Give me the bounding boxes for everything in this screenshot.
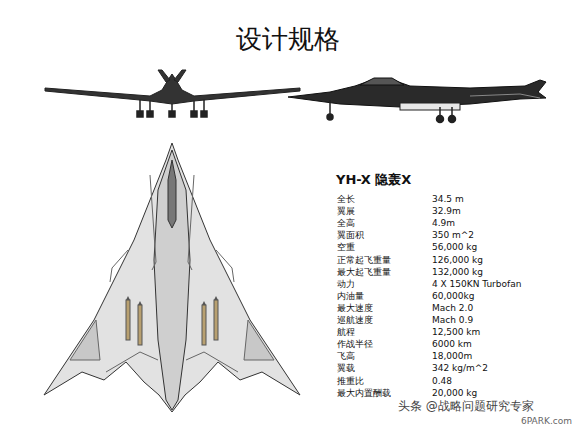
spec-value: 56,000 kg [432, 242, 477, 253]
spec-name: 最大内置酬载 [337, 388, 391, 399]
spec-value: 342 kg/m^2 [432, 363, 488, 374]
spec-value: 132,000 kg [432, 267, 483, 278]
spec-value: Mach 2.0 [432, 303, 473, 314]
side-view [288, 78, 546, 123]
spec-name: 巡航速度 [337, 315, 373, 326]
watermark: 头条 @战略问题研究专家 [398, 398, 534, 415]
spec-name: 翼面积 [337, 230, 364, 241]
front-view [45, 70, 300, 117]
spec-name: 翼载 [337, 363, 355, 374]
spec-name: 最大速度 [337, 303, 373, 314]
spec-value: 126,000 kg [432, 255, 483, 266]
spec-value: 60,000kg [432, 291, 474, 302]
spec-value: 4 X 150KN Turbofan [432, 279, 521, 290]
top-view [44, 143, 300, 412]
watermark: 6PARK.com [521, 416, 572, 426]
spec-value: 20,000 kg [432, 388, 477, 399]
spec-value: 34.5 m [432, 194, 464, 205]
spec-name: 全高 [337, 218, 355, 229]
spec-name: 最大起飞重量 [337, 267, 391, 278]
spec-name: 内油量 [337, 291, 364, 302]
spec-name: 正常起飞重量 [337, 255, 391, 266]
spec-name: 全长 [337, 194, 355, 205]
spec-value: 350 m^2 [432, 230, 474, 241]
spec-value: 12,500 km [432, 327, 480, 338]
spec-value: 4.9m [432, 218, 455, 229]
spec-name: 翼展 [337, 206, 355, 217]
spec-name: 推重比 [337, 376, 364, 387]
spec-name: 动力 [337, 279, 355, 290]
spec-name: 空重 [337, 242, 355, 253]
spec-value: Mach 0.9 [432, 315, 473, 326]
spec-name: 作战半径 [337, 339, 373, 350]
title: 设计规格 [236, 22, 340, 57]
spec-heading: YH-X 隐轰X [336, 171, 411, 189]
spec-value: 0.48 [432, 376, 452, 387]
spec-value: 18,000m [432, 351, 472, 362]
spec-value: 32.9m [432, 206, 461, 217]
spec-name: 航程 [337, 327, 355, 338]
spec-name: 飞高 [337, 351, 355, 362]
spec-value: 6000 km [432, 339, 472, 350]
